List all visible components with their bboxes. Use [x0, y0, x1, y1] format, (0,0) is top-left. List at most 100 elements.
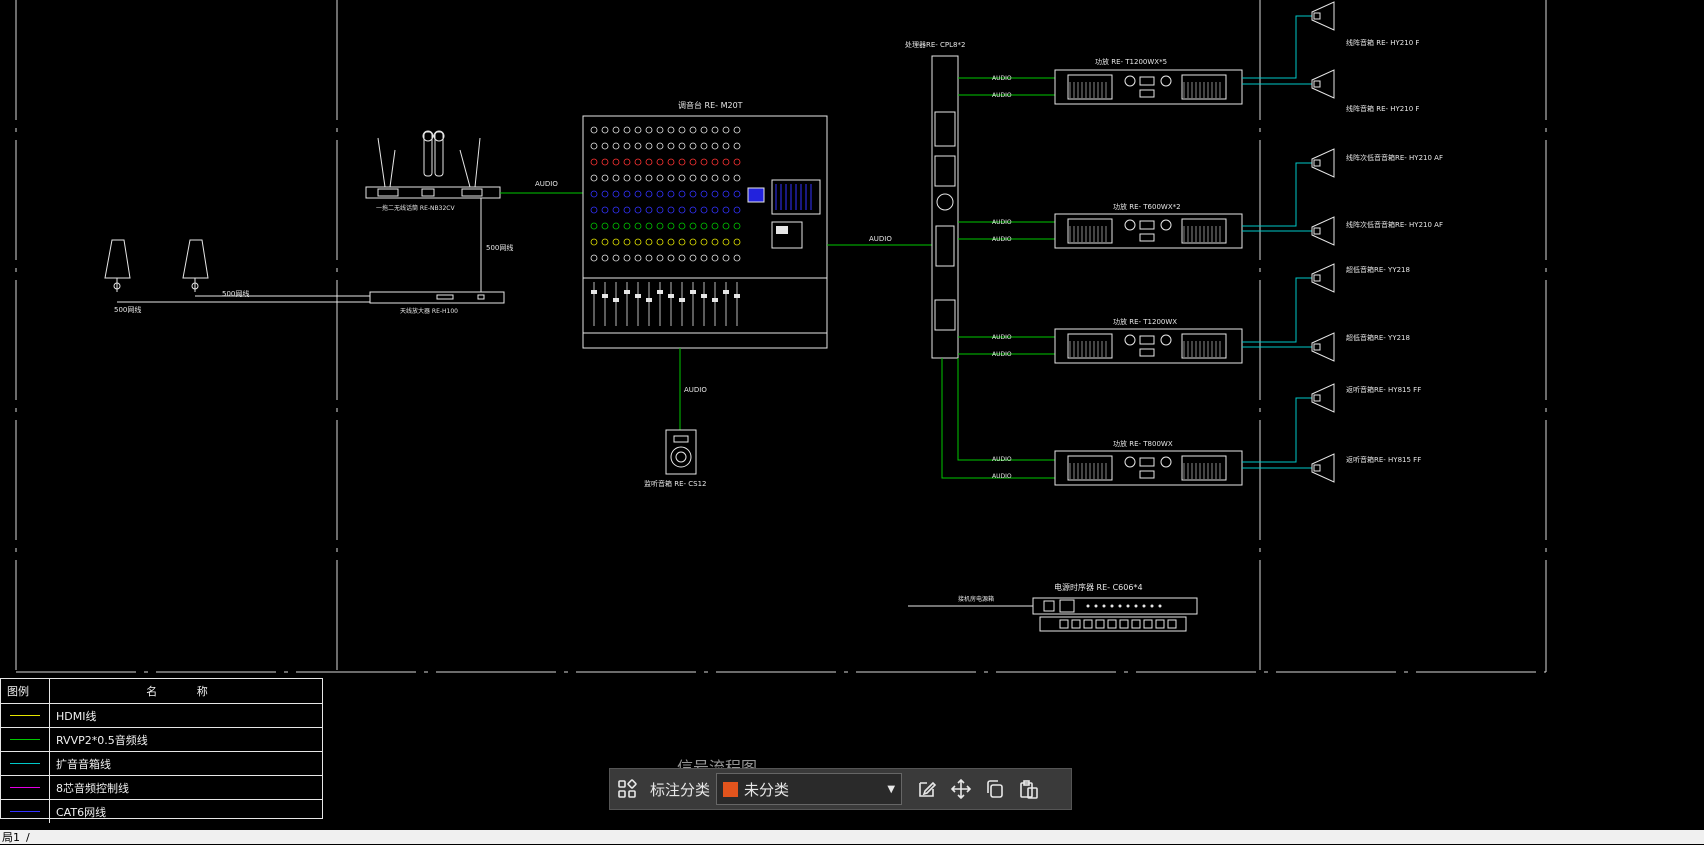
- mixer-knob: [678, 126, 686, 134]
- mixer-knob: [634, 254, 642, 262]
- mixer-knob: [645, 222, 653, 230]
- mixer-fader-cap: [602, 294, 608, 298]
- sequencer-led: [1086, 604, 1090, 608]
- mixer-knob: [623, 158, 631, 166]
- grid-apps-icon[interactable]: [610, 772, 644, 806]
- mixer-knob: [678, 222, 686, 230]
- mixer-knob: [590, 222, 598, 230]
- mixer-knob: [634, 158, 642, 166]
- mixer-knob: [645, 254, 653, 262]
- mixer-knob: [689, 254, 697, 262]
- mixer-fader-cap: [712, 298, 718, 302]
- mixer-knob: [612, 222, 620, 230]
- speaker-label: 超低音箱RE- YY218: [1346, 265, 1410, 274]
- mixer-knob: [634, 126, 642, 134]
- mixer-knob: [612, 158, 620, 166]
- category-select[interactable]: 未分类 ▼: [716, 773, 903, 805]
- legend-row: 8芯音频控制线: [1, 776, 322, 800]
- mixer-fader-cap: [723, 290, 729, 294]
- audio-label-a4: AUDIO: [992, 236, 1012, 243]
- sequencer-led: [1150, 604, 1154, 608]
- mixer-knob: [645, 158, 653, 166]
- mixer-knob: [601, 238, 609, 246]
- mixer-knob: [612, 238, 620, 246]
- cable-label-3: 500网线: [486, 243, 513, 252]
- category-label: 标注分类: [650, 780, 711, 799]
- legend-swatch: [1, 800, 50, 823]
- mixer-knob: [700, 238, 708, 246]
- mixer-knob: [711, 238, 719, 246]
- amplifier: [1054, 213, 1243, 249]
- legend-row: HDMI线: [1, 704, 322, 728]
- mixer-knob: [623, 126, 631, 134]
- edit-icon[interactable]: [910, 772, 944, 806]
- speaker-horn-icon: [1311, 453, 1335, 483]
- mixer-knob: [722, 222, 730, 230]
- sequencer-led: [1126, 604, 1130, 608]
- mixer-knob: [645, 174, 653, 182]
- mixer-knob: [722, 190, 730, 198]
- mixer-knob: [689, 158, 697, 166]
- mixer-knob: [733, 174, 741, 182]
- sequencer-socket: [1155, 619, 1165, 629]
- sequencer-socket: [1107, 619, 1117, 629]
- legend-swatch: [1, 776, 50, 799]
- mixer-knob: [645, 190, 653, 198]
- sequencer-socket: [1083, 619, 1093, 629]
- audio-label-a8: AUDIO: [992, 473, 1012, 480]
- mixer-knob: [689, 238, 697, 246]
- copy-icon[interactable]: [978, 772, 1012, 806]
- mixer-knob: [656, 142, 664, 150]
- mixer-knob: [601, 206, 609, 214]
- sequencer-device: [1032, 597, 1198, 632]
- mixer-knob: [700, 190, 708, 198]
- sequencer-socket: [1071, 619, 1081, 629]
- mixer-knob: [722, 238, 730, 246]
- mixer-knob: [656, 126, 664, 134]
- legend-label: CAT6网线: [56, 805, 107, 819]
- mixer-knob: [667, 190, 675, 198]
- mixer-knob: [711, 126, 719, 134]
- mixer-knob: [700, 254, 708, 262]
- mixer-knob: [678, 142, 686, 150]
- speaker-horn-icon: [1311, 383, 1335, 413]
- mixer-screen: [776, 226, 788, 234]
- mixer-knob: [612, 142, 620, 150]
- amp1-label: 功放 RE- T1200WX*5: [1095, 57, 1167, 66]
- mixer-knob: [590, 142, 598, 150]
- mixer-knob: [689, 126, 697, 134]
- mixer-knob: [645, 206, 653, 214]
- mixer-label: 调音台 RE- M20T: [678, 100, 743, 110]
- mixer-knob: [634, 222, 642, 230]
- mixer-knob: [601, 190, 609, 198]
- mixer-knob: [623, 238, 631, 246]
- mixer-knob: [645, 126, 653, 134]
- mixer-knob: [711, 142, 719, 150]
- legend-swatch: [1, 704, 50, 727]
- antenna-amp-device: [369, 291, 505, 304]
- legend-label: RVVP2*0.5音频线: [56, 733, 148, 747]
- mixer-fader-cap: [679, 298, 685, 302]
- speaker-label: 线阵音箱 RE- HY210 F: [1346, 104, 1419, 113]
- layout-tab[interactable]: 局1: [2, 831, 20, 844]
- paste-icon[interactable]: [1012, 772, 1046, 806]
- mixer-channel-strips: [590, 126, 821, 326]
- legend-row: CAT6网线: [1, 800, 322, 823]
- sequencer-socket: [1095, 619, 1105, 629]
- mixer-knob: [733, 238, 741, 246]
- mixer-fader-cap: [624, 290, 630, 294]
- mixer-knob: [700, 142, 708, 150]
- legend-header-symbol: 图例: [1, 679, 50, 703]
- mixer-knob: [601, 254, 609, 262]
- speaker-horn-icon: [1311, 69, 1335, 99]
- legend-row: RVVP2*0.5音频线: [1, 728, 322, 752]
- move-icon[interactable]: [944, 772, 978, 806]
- sequencer-socket: [1167, 619, 1177, 629]
- speaker-label: 线阵次低音音箱RE- HY210 AF: [1346, 220, 1443, 229]
- mic-receiver-device: [365, 130, 501, 199]
- antenna-left: [104, 239, 131, 292]
- mixer-knob: [711, 190, 719, 198]
- sequencer-socket: [1131, 619, 1141, 629]
